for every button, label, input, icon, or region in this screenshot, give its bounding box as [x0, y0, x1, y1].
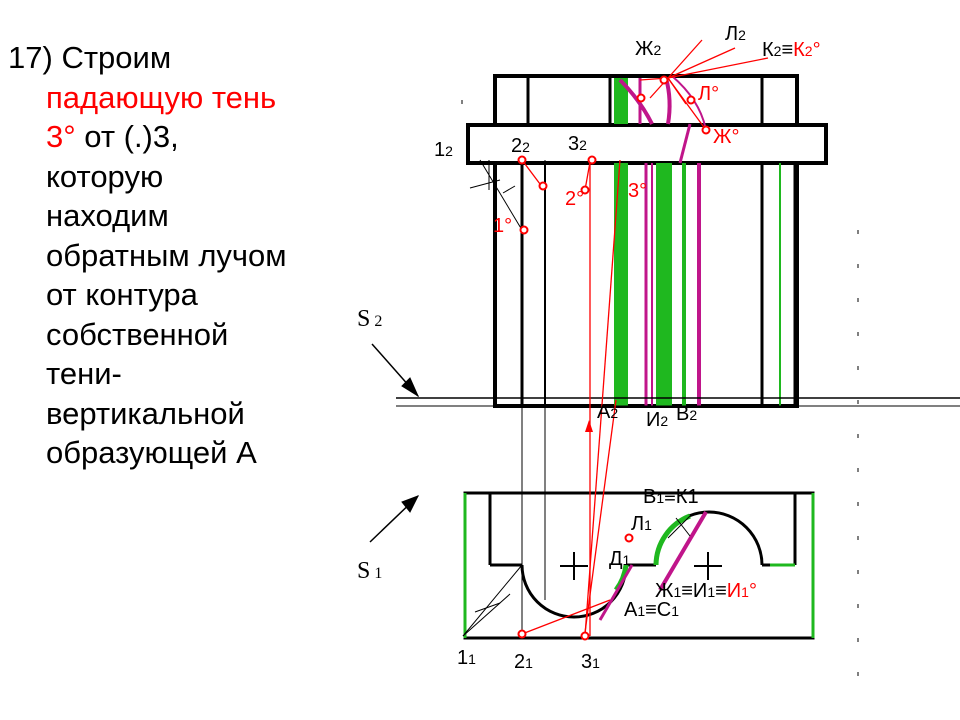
- label-2-2: 22: [511, 135, 530, 157]
- point-2-shadow: [538, 181, 548, 191]
- label-3-deg: 3°: [628, 180, 647, 202]
- description-text: 17) Строим падающую тень 3° от (.)3, кот…: [8, 38, 348, 473]
- label-k2: К2≡К2°: [762, 39, 821, 61]
- red-rays: [521, 39, 769, 641]
- red-points: [517, 75, 711, 641]
- label-b1-k1: В1≡К1: [643, 486, 699, 508]
- label-d1: Д1: [609, 548, 631, 570]
- text-line-9: тени-: [46, 356, 122, 391]
- text-line-5: находим: [46, 198, 169, 233]
- label-3-2: 32: [568, 133, 587, 155]
- point-l1: [624, 533, 634, 543]
- label-l1: Л1: [631, 513, 652, 535]
- label-a2: А2: [597, 401, 618, 423]
- label-l-deg: Л°: [698, 83, 719, 105]
- text-line-11: образующей А: [46, 435, 257, 470]
- label-zh1-i1: Ж1≡И1≡И1°: [655, 580, 757, 602]
- point-2-plan: [517, 629, 527, 639]
- point-2-front: [517, 155, 527, 165]
- label-2-deg: 2°: [565, 188, 584, 210]
- point-zh-deg: [701, 125, 711, 135]
- text-line-8: собственной: [46, 316, 229, 352]
- label-zh2: Ж2: [635, 38, 661, 60]
- shadow-point-label: 3°: [46, 119, 76, 154]
- point-zh2: [636, 93, 646, 103]
- point-3-front: [587, 155, 597, 165]
- shadow-plan: [463, 493, 815, 638]
- text-line-6: обратным лучом: [46, 237, 287, 273]
- point-k2: [659, 75, 669, 85]
- label-2-1: 21: [514, 651, 533, 673]
- black-rays: [462, 159, 691, 637]
- front-view: [466, 74, 828, 408]
- label-1-1: 11: [457, 647, 476, 669]
- text-line-10: вертикальной: [46, 395, 245, 431]
- label-zh-deg: Ж°: [713, 126, 739, 148]
- label-1-2: 12: [434, 139, 453, 161]
- label-b2: В2: [676, 403, 697, 425]
- label-3-1: 31: [581, 651, 600, 673]
- text-line-4: которую: [46, 158, 164, 194]
- point-l-deg: [686, 95, 696, 105]
- label-l2: Л2: [725, 23, 746, 45]
- light-direction-s1: [369, 495, 420, 543]
- point-3-shadow: [580, 185, 590, 195]
- light-direction-s2: [371, 343, 420, 398]
- point-1-shadow: [519, 225, 529, 235]
- label-a1-c1: А1≡С1: [624, 599, 679, 621]
- text-line-3: 3° от (.)3,: [46, 119, 179, 154]
- step-number: 17): [8, 40, 53, 75]
- text-line-7: от контура: [46, 277, 198, 312]
- text-line-1: 17) Строим: [8, 40, 172, 75]
- point-3-plan: [580, 631, 590, 641]
- label-i2: И2: [646, 409, 668, 431]
- label-1-deg: 1°: [493, 215, 512, 237]
- text-line-2: падающую тень: [46, 79, 277, 115]
